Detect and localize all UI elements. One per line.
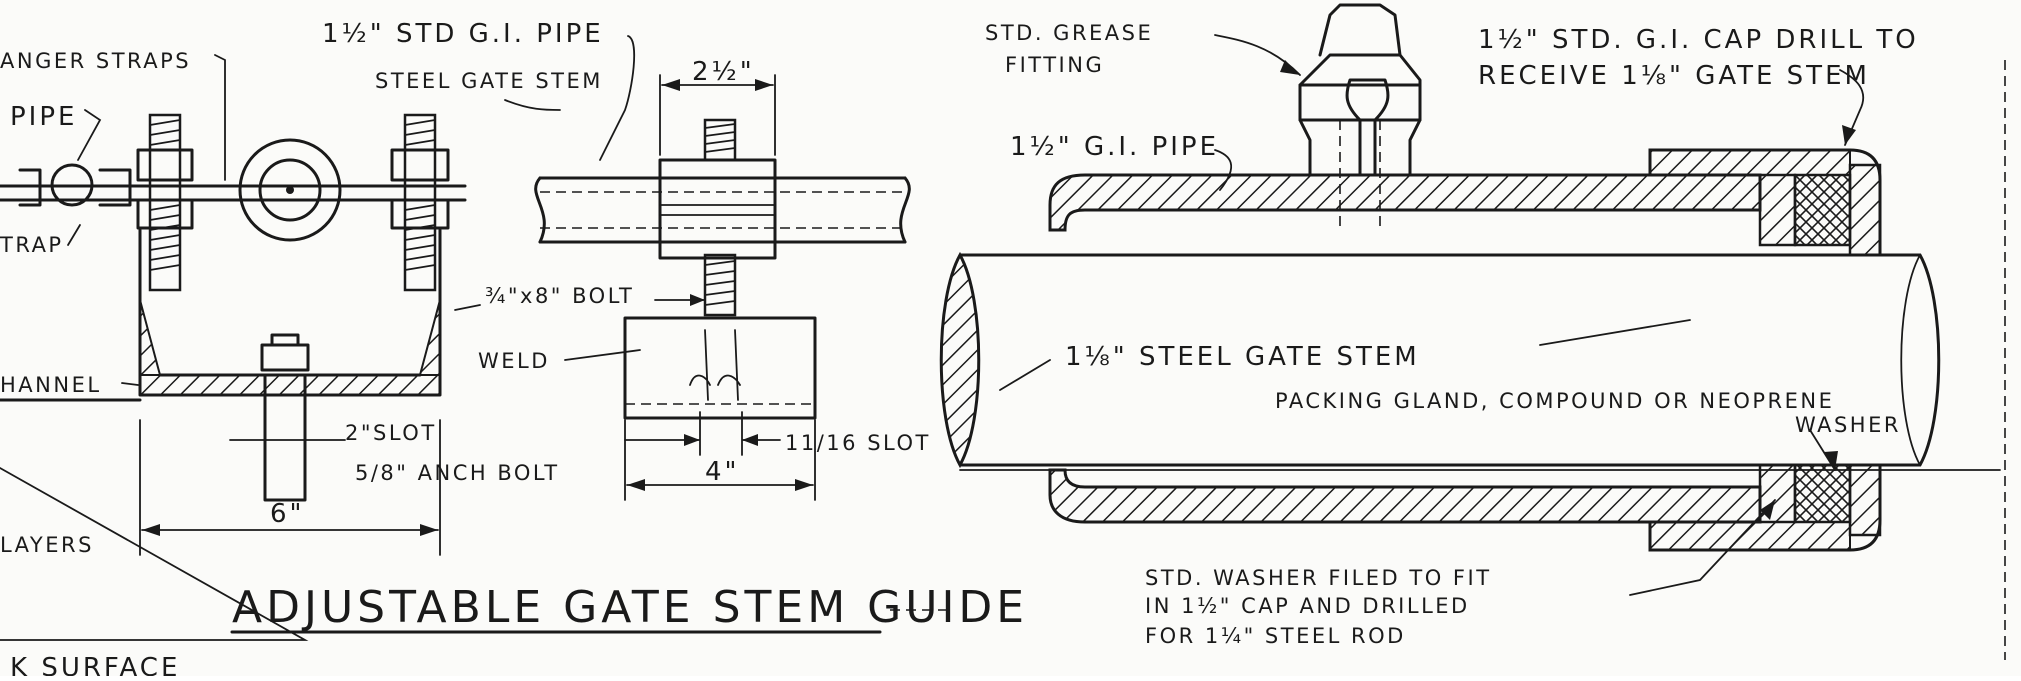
base-plate bbox=[623, 316, 817, 420]
label-pipe-top: 1½" STD G.I. PIPE bbox=[322, 19, 604, 49]
weld-left bbox=[139, 299, 162, 376]
label-dim-2half: 2½" bbox=[692, 57, 755, 87]
dim-slot-line bbox=[624, 411, 781, 456]
stem-hidden-lines bbox=[540, 191, 905, 229]
pipe-top-wall bbox=[1048, 173, 1762, 232]
label-slot-2: 2"SLOT bbox=[345, 421, 437, 445]
nuts-right bbox=[390, 148, 450, 230]
bolt-leader-arrow bbox=[690, 294, 705, 306]
pipe-bottom-wall bbox=[1048, 468, 1762, 524]
small-pipe bbox=[50, 163, 94, 207]
stem-leader-left bbox=[999, 359, 1051, 391]
guide-section-view bbox=[939, 3, 2006, 660]
anchor-nut bbox=[260, 343, 310, 372]
stem-leader bbox=[504, 99, 561, 111]
dim-6-line bbox=[139, 419, 441, 556]
channel-guide-end-view bbox=[0, 54, 467, 641]
nuts-left bbox=[136, 148, 194, 230]
label-strap: TRAP bbox=[0, 233, 64, 257]
threaded-rod-right bbox=[403, 113, 437, 292]
pipe-leader bbox=[77, 109, 102, 161]
label-bolt: ¾"x8" BOLT bbox=[485, 284, 634, 308]
dim-2half-line bbox=[659, 74, 776, 156]
grease-fitting-base bbox=[1345, 78, 1390, 177]
label-grease-1: STD. GREASE bbox=[985, 21, 1153, 45]
label-cap-1: 1½" STD. G.I. CAP DRILL TO bbox=[1478, 25, 1919, 55]
dim-slot-arrows bbox=[684, 434, 758, 446]
collar-band bbox=[659, 204, 776, 216]
washer-top bbox=[1758, 173, 1797, 247]
cap-leader-arrow bbox=[1842, 125, 1856, 145]
grease-fitting-nipple bbox=[1318, 3, 1402, 57]
ground-line bbox=[0, 467, 309, 641]
anchor-bolt bbox=[263, 373, 307, 502]
washer-leader bbox=[1809, 429, 1836, 471]
top-bolt-threads bbox=[704, 123, 736, 153]
label-hanger-straps: ANGER STRAPS bbox=[0, 49, 191, 73]
pipe-top-leader bbox=[599, 35, 636, 161]
strap-leader bbox=[67, 224, 81, 246]
small-pipe-strap bbox=[18, 168, 132, 207]
std-washer-leader-arrow bbox=[1760, 500, 1775, 520]
lower-bolt-threads bbox=[704, 260, 736, 306]
label-layers: LAYERS bbox=[0, 533, 94, 557]
label-dim-4: 4" bbox=[705, 457, 740, 487]
grease-leader-arrow bbox=[1280, 60, 1300, 75]
grease-fitting-hex bbox=[1298, 83, 1422, 122]
guide-plan-view bbox=[454, 35, 911, 501]
gate-stem-break bbox=[939, 251, 981, 469]
label-weld: WELD bbox=[478, 349, 550, 373]
anchor-top bbox=[270, 333, 300, 347]
slot-hidden bbox=[689, 329, 741, 401]
label-anchor-bolt: 5/8" ANCH BOLT bbox=[355, 461, 560, 485]
gate-stem-end bbox=[1900, 254, 1921, 466]
bolt-leader-left bbox=[454, 304, 481, 311]
cap-bottom-wall bbox=[1649, 521, 1851, 551]
label-std-washer-3: FOR 1¼" STEEL ROD bbox=[1145, 624, 1406, 648]
label-pipe: PIPE bbox=[10, 102, 77, 132]
threaded-rod-left bbox=[148, 113, 182, 292]
label-gi-pipe: 1½" G.I. PIPE bbox=[1010, 132, 1219, 162]
dim-2half-arrows bbox=[662, 79, 815, 91]
grease-passage bbox=[1339, 120, 1381, 230]
std-washer-leader bbox=[1629, 499, 1776, 596]
drawing-title: ADJUSTABLE GATE STEM GUIDE bbox=[232, 582, 1028, 633]
label-slot-11-16: 11/16 SLOT bbox=[785, 431, 931, 455]
grease-fitting-body bbox=[1298, 53, 1422, 177]
label-std-washer-2: IN 1½" CAP AND DRILLED bbox=[1145, 594, 1470, 618]
weld-right bbox=[418, 299, 441, 376]
label-grease-2: FITTING bbox=[1005, 53, 1104, 77]
label-channel: HANNEL bbox=[0, 373, 102, 397]
channel-hatch bbox=[140, 375, 440, 395]
label-packing: PACKING GLAND, COMPOUND OR NEOPRENE bbox=[1275, 389, 1834, 413]
label-dim-6: 6" bbox=[270, 499, 305, 529]
cap-leader bbox=[1839, 69, 1865, 146]
gi-pipe-leader bbox=[1214, 149, 1233, 191]
stem-leader-right bbox=[1539, 319, 1691, 346]
washer-leader-arrow bbox=[1824, 451, 1838, 470]
label-cap-2: RECEIVE 1⅛" GATE STEM bbox=[1478, 61, 1870, 91]
label-surface: K SURFACE bbox=[10, 653, 180, 676]
weld-leader bbox=[564, 349, 641, 361]
pipe-side-outline bbox=[538, 176, 907, 244]
pipe-ring-outer bbox=[238, 138, 342, 242]
label-stem: STEEL GATE STEM bbox=[375, 69, 603, 93]
hanger-strap bbox=[0, 184, 467, 202]
hanger-strap-leader bbox=[214, 54, 226, 181]
label-washer: WASHER bbox=[1795, 413, 1901, 437]
label-gate-stem: 1⅛" STEEL GATE STEM bbox=[1065, 342, 1420, 372]
packing-top bbox=[1793, 173, 1852, 247]
pipe-break-ends bbox=[534, 176, 911, 244]
pipe-ring-inner bbox=[258, 158, 322, 222]
channel-leader bbox=[121, 382, 139, 386]
dim-4-line bbox=[624, 419, 816, 501]
stem-center bbox=[286, 186, 294, 194]
cap-top-wall bbox=[1649, 149, 1851, 176]
gate-stem-bar bbox=[960, 253, 1941, 467]
label-std-washer-1: STD. WASHER FILED TO FIT bbox=[1145, 566, 1492, 590]
